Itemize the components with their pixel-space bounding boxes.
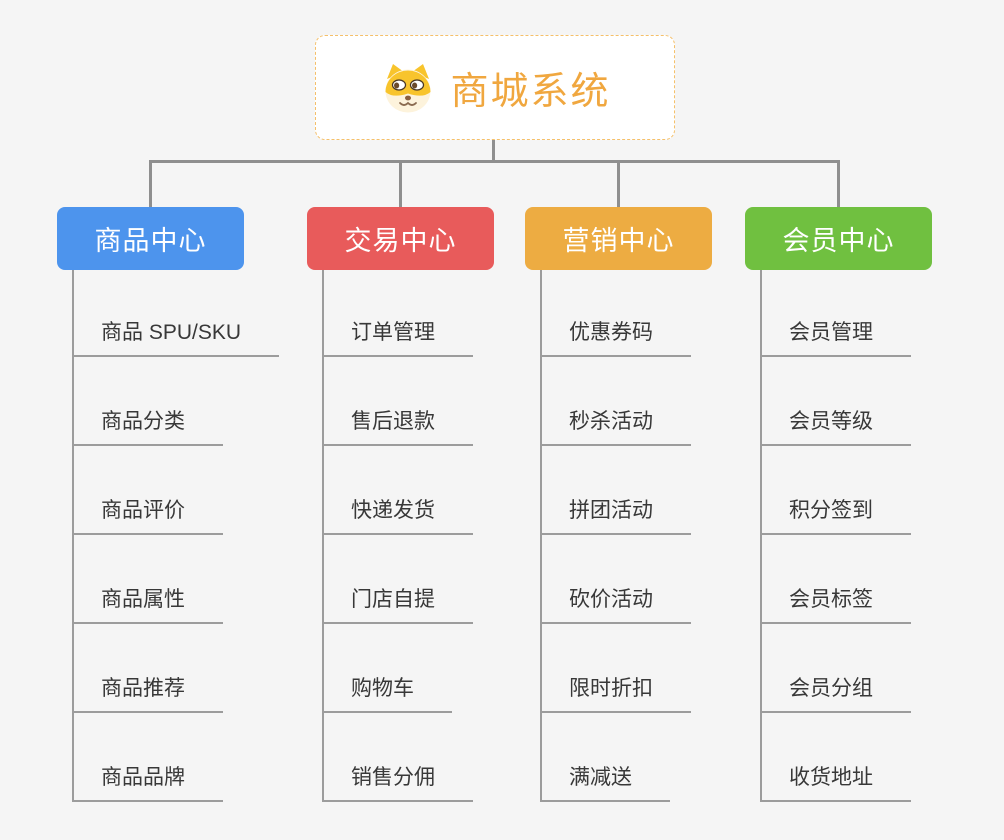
connector-stem-marketing-center <box>617 160 620 208</box>
child-node[interactable]: 会员管理 <box>762 318 911 357</box>
connector-stem-member-center <box>837 160 840 208</box>
child-node[interactable]: 快递发货 <box>324 496 473 535</box>
branch-node-member-center[interactable]: 会员中心 <box>745 207 932 270</box>
branch-label: 营销中心 <box>562 226 675 256</box>
child-node[interactable]: 商品分类 <box>74 407 223 446</box>
child-node[interactable]: 售后退款 <box>324 407 473 446</box>
branch-node-trade-center[interactable]: 交易中心 <box>307 207 494 270</box>
connector-horizontal <box>149 160 840 163</box>
branch-children-member-center: 会员管理 会员等级 积分签到 会员标签 会员分组 收货地址 <box>760 270 911 802</box>
connector-root-stem <box>492 139 495 163</box>
branch-label: 会员中心 <box>782 226 895 256</box>
branch-node-product-center[interactable]: 商品中心 <box>57 207 244 270</box>
child-node[interactable]: 会员等级 <box>762 407 911 446</box>
connector-stem-product-center <box>149 160 152 208</box>
child-node[interactable]: 会员标签 <box>762 585 911 624</box>
child-node[interactable]: 购物车 <box>324 674 452 713</box>
child-node[interactable]: 商品品牌 <box>74 763 223 802</box>
branch-children-trade-center: 订单管理 售后退款 快递发货 门店自提 购物车 销售分佣 <box>322 270 473 802</box>
child-node[interactable]: 会员分组 <box>762 674 911 713</box>
connector-stem-trade-center <box>399 160 402 208</box>
child-node[interactable]: 商品属性 <box>74 585 223 624</box>
branch-node-marketing-center[interactable]: 营销中心 <box>525 207 712 270</box>
root-title: 商城系统 <box>450 71 611 113</box>
child-node[interactable]: 砍价活动 <box>542 585 691 624</box>
child-node[interactable]: 积分签到 <box>762 496 911 535</box>
child-node[interactable]: 满减送 <box>542 763 670 802</box>
child-node[interactable]: 门店自提 <box>324 585 473 624</box>
branch-children-marketing-center: 优惠券码 秒杀活动 拼团活动 砍价活动 限时折扣 满减送 <box>540 270 691 802</box>
child-node[interactable]: 商品推荐 <box>74 674 223 713</box>
branch-label: 商品中心 <box>94 226 207 256</box>
branch-children-product-center: 商品 SPU/SKU 商品分类 商品评价 商品属性 商品推荐 商品品牌 <box>72 270 280 802</box>
dog-face-icon <box>385 63 431 112</box>
child-node[interactable]: 收货地址 <box>762 763 911 802</box>
child-node[interactable]: 销售分佣 <box>324 763 473 802</box>
child-node[interactable]: 优惠券码 <box>542 318 691 357</box>
child-node[interactable]: 限时折扣 <box>542 674 691 713</box>
child-node[interactable]: 商品 SPU/SKU <box>74 318 280 357</box>
child-node[interactable]: 秒杀活动 <box>542 407 691 446</box>
root-node[interactable]: 商城系统 <box>315 35 675 140</box>
child-node[interactable]: 商品评价 <box>74 496 223 535</box>
branch-label: 交易中心 <box>344 226 457 256</box>
child-node[interactable]: 订单管理 <box>324 318 473 357</box>
child-node[interactable]: 拼团活动 <box>542 496 691 535</box>
